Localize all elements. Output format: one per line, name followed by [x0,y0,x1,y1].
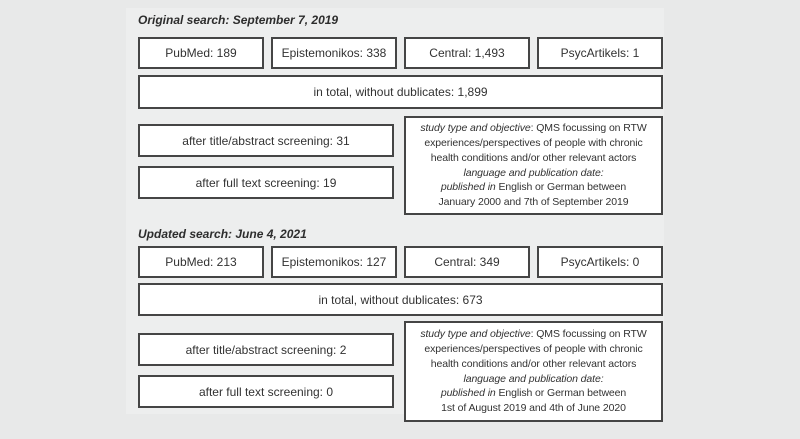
database-box-epistemonikos: Epistemonikos: 338 [271,37,397,69]
criteria-line: January 2000 and 7th of September 2019 [438,196,629,209]
eligibility-criteria-box: study type and objective: QMS focussing … [404,116,663,215]
database-box-pubmed: PubMed: 213 [138,246,264,278]
criteria-line: published in English or German between [440,387,627,400]
full-text-screening-box: after full text screening: 0 [138,375,394,408]
criteria-line: experiences/perspectives of people with … [424,342,643,355]
criteria-line: language and publication date: [463,372,604,385]
criteria-line: health conditions and/or other relevant … [430,357,637,370]
section-header-updated-search: Updated search: June 4, 2021 [138,227,307,241]
database-box-psycartikels: PsycArtikels: 1 [537,37,663,69]
title-abstract-screening-box: after title/abstract screening: 2 [138,333,394,366]
database-box-central: Central: 349 [404,246,530,278]
section-header-original-search: Original search: September 7, 2019 [138,13,339,27]
criteria-line: study type and objective: QMS focussing … [420,122,647,135]
criteria-line: study type and objective: QMS focussing … [420,328,647,341]
full-text-screening-box: after full text screening: 19 [138,166,394,199]
criteria-line: 1st of August 2019 and 4th of June 2020 [441,402,626,415]
total-without-duplicates-box: in total, without dublicates: 673 [138,283,663,316]
eligibility-criteria-box: study type and objective: QMS focussing … [404,321,663,422]
title-abstract-screening-box: after title/abstract screening: 31 [138,124,394,157]
criteria-line: health conditions and/or other relevant … [430,151,637,164]
criteria-line: experiences/perspectives of people with … [424,136,643,149]
database-box-central: Central: 1,493 [404,37,530,69]
database-box-pubmed: PubMed: 189 [138,37,264,69]
criteria-line: published in English or German between [440,181,627,194]
database-box-epistemonikos: Epistemonikos: 127 [271,246,397,278]
criteria-line: language and publication date: [463,166,604,179]
total-without-duplicates-box: in total, without dublicates: 1,899 [138,75,663,109]
database-box-psycartikels: PsycArtikels: 0 [537,246,663,278]
